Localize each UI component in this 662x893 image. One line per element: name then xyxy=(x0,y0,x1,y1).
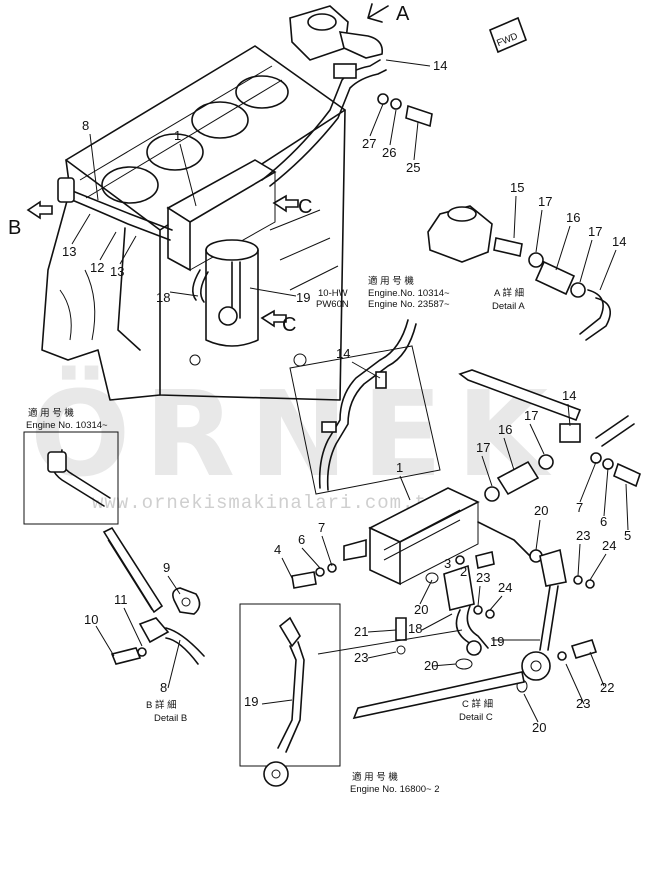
detail-c-jp: C 詳 細 xyxy=(462,698,493,710)
callout-6-l: 6 xyxy=(298,532,305,547)
callout-18-top: 18 xyxy=(156,290,170,305)
callout-14-a: 14 xyxy=(612,234,626,249)
callouts: 14 27 26 25 8 1 13 12 13 18 19 15 17 16 … xyxy=(62,58,631,735)
note-mid-engine-1: Engine.No. 10314~ xyxy=(368,288,450,299)
callout-17-a1: 17 xyxy=(538,194,552,209)
callout-2: 2 xyxy=(460,564,467,579)
callout-19-c: 19 xyxy=(490,634,504,649)
detail-captions: A 詳 細 Detail A B 詳 細 Detail B C 詳 細 Deta… xyxy=(146,287,525,724)
detail-c xyxy=(291,369,641,720)
callout-14-mid: 14 xyxy=(336,346,350,361)
watermark: ÖRNEK www.ornekismakinalari.com.tr xyxy=(30,365,562,514)
callout-3: 3 xyxy=(444,556,451,571)
callout-5-r: 5 xyxy=(624,528,631,543)
callout-13-mid: 13 xyxy=(110,264,124,279)
callout-12: 12 xyxy=(90,260,104,275)
watermark-url: www.ornekismakinalari.com.tr xyxy=(92,492,439,514)
detail-a-en: Detail A xyxy=(492,301,525,312)
callout-4: 4 xyxy=(274,542,281,557)
callout-16-a: 16 xyxy=(566,210,580,225)
note-bot-jp: 適 用 号 機 xyxy=(352,771,398,783)
detail-b-en: Detail B xyxy=(154,713,187,724)
callout-24-b: 24 xyxy=(498,580,512,595)
callout-17-c2: 17 xyxy=(524,408,538,423)
view-label-b: B xyxy=(8,217,21,239)
callout-1-c: 1 xyxy=(396,460,403,475)
callout-6-r: 6 xyxy=(600,514,607,529)
callout-20-c: 20 xyxy=(424,658,438,673)
note-mid-model-2: PW60N xyxy=(316,299,349,310)
serial-notes: 適 用 号 機 10-HW Engine.No. 10314~ PW60N En… xyxy=(26,275,450,795)
callout-8-b: 8 xyxy=(160,680,167,695)
watermark-brand: ÖRNEK xyxy=(30,365,562,503)
engine-block xyxy=(26,3,433,401)
callout-18-c: 18 xyxy=(408,621,422,636)
callout-10: 10 xyxy=(84,612,98,627)
detail-a-jp: A 詳 細 xyxy=(494,287,524,299)
note-mid-engine-2: Engine No. 23587~ xyxy=(368,299,450,310)
callout-16-c: 16 xyxy=(498,422,512,437)
callout-15-a: 15 xyxy=(510,180,524,195)
view-label-c1: C xyxy=(298,196,312,218)
callout-17-c1: 17 xyxy=(476,440,490,455)
detail-b-inset xyxy=(23,431,119,525)
note-bot-engine: Engine No. 16800~ 2 xyxy=(350,784,440,795)
fwd-indicator: FWD xyxy=(488,16,528,54)
arrow-to-detail-b xyxy=(107,539,153,611)
callout-26: 26 xyxy=(382,145,396,160)
callout-27: 27 xyxy=(362,136,376,151)
detail-pipe-14 xyxy=(289,319,441,495)
callout-14-c: 14 xyxy=(562,388,576,403)
callout-20-d: 20 xyxy=(532,720,546,735)
detail-c-en: Detail C xyxy=(459,712,493,723)
callout-9: 9 xyxy=(163,560,170,575)
note-mid-model-1: 10-HW xyxy=(318,288,348,299)
callout-13-left: 13 xyxy=(62,244,76,259)
note-left-engine: Engine No. 10314~ xyxy=(26,420,108,431)
callout-7-r: 7 xyxy=(576,500,583,515)
callout-19-top: 19 xyxy=(296,290,310,305)
note-left-jp: 適 用 号 機 xyxy=(28,407,74,419)
detail-b xyxy=(102,526,205,665)
view-label-a: A xyxy=(396,3,410,25)
detail-pipe-19-inset xyxy=(239,603,341,787)
callout-22: 22 xyxy=(600,680,614,695)
detail-b-jp: B 詳 細 xyxy=(146,699,177,711)
leader-lines xyxy=(71,59,629,723)
callout-11: 11 xyxy=(114,592,128,607)
callout-21: 21 xyxy=(354,624,368,639)
note-mid-jp: 適 用 号 機 xyxy=(368,275,414,287)
callout-24-a: 24 xyxy=(602,538,616,553)
callout-23-b: 23 xyxy=(476,570,490,585)
callout-25: 25 xyxy=(406,160,420,175)
callout-23-c: 23 xyxy=(354,650,368,665)
callout-14-top: 14 xyxy=(433,58,447,73)
callout-20-r: 20 xyxy=(534,503,548,518)
callout-19-bot: 19 xyxy=(244,694,258,709)
view-letters: A B C C xyxy=(8,3,410,336)
callout-17-a2: 17 xyxy=(588,224,602,239)
view-label-c2: C xyxy=(282,314,296,336)
callout-23-a: 23 xyxy=(576,528,590,543)
callout-8-top: 8 xyxy=(82,118,89,133)
callout-20-b: 20 xyxy=(414,602,428,617)
detail-a xyxy=(427,205,612,341)
callout-1-top: 1 xyxy=(174,128,181,143)
callout-7-l: 7 xyxy=(318,520,325,535)
